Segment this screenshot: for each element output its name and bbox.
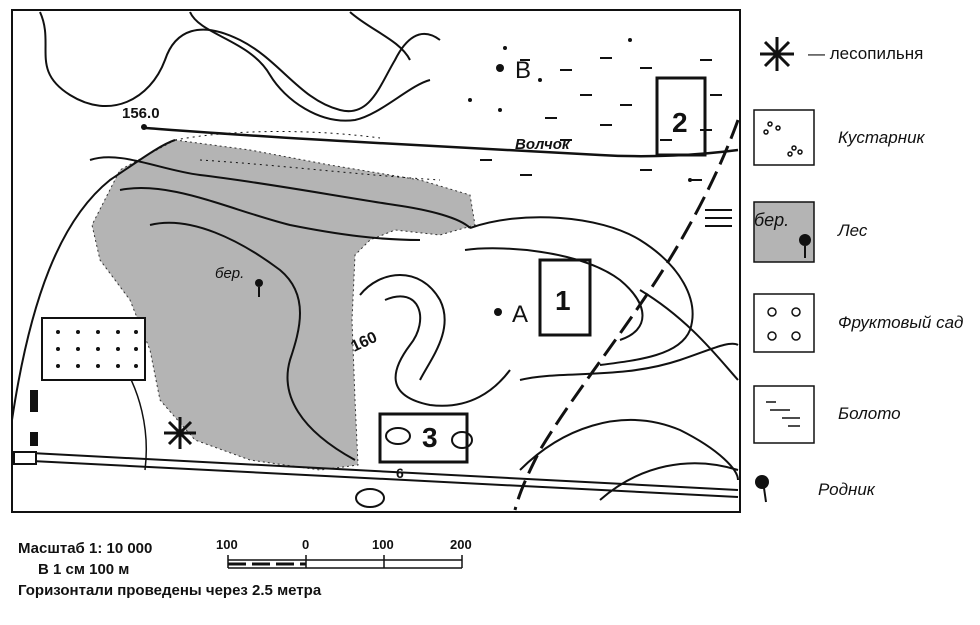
point-a-label: A <box>512 301 528 328</box>
small-ponds <box>355 427 473 508</box>
legend-swamp-icon <box>766 401 800 427</box>
legend-spring-icon <box>755 475 769 503</box>
point-a-dot <box>494 308 502 316</box>
forest-area <box>91 139 476 471</box>
legend-forest-symbol: бер. <box>754 210 789 230</box>
area-2-frame <box>655 76 707 157</box>
main-road-bottom <box>11 459 739 498</box>
legend-shrub-icon <box>763 121 803 157</box>
legend-forest-tree-icon <box>799 234 811 258</box>
legend-swamp-label: Болото <box>838 404 901 423</box>
river-name-label: Волчок <box>515 136 571 153</box>
scale-bar <box>227 555 463 569</box>
area-3-label: 3 <box>422 422 438 453</box>
scale-label: Масштаб 1: 10 000 <box>18 540 153 557</box>
scale-per-cm-label: В 1 см 100 м <box>38 561 130 578</box>
shrub-marks <box>468 38 692 182</box>
contour-interval-label: Горизонтали проведены через 2.5 метра <box>18 582 322 599</box>
area-1-label: 1 <box>555 285 571 316</box>
legend-orchard-label: Фруктовый сад <box>838 313 964 332</box>
spring-icon <box>255 279 263 297</box>
legend-orchard-icon <box>767 307 801 341</box>
scale-tick-label: 200 <box>450 537 472 552</box>
legend-forest-label: Лес <box>838 221 868 240</box>
building <box>30 390 38 412</box>
scale-tick-label: 0 <box>302 537 309 552</box>
scale-tick-label: 100 <box>216 537 238 552</box>
forest-type-label: бер. <box>215 265 244 282</box>
legend-shrub-label: Кустарник <box>838 128 925 147</box>
legend-spring-label: Родник <box>818 480 875 499</box>
dashed-road <box>513 119 740 511</box>
area-2-label: 2 <box>672 107 688 138</box>
contour-lines <box>39 11 739 501</box>
legend-sawmill-icon <box>760 37 794 71</box>
legend-swamp-box <box>753 385 815 444</box>
legend-orchard-box <box>753 293 815 353</box>
legend-sawmill-label: — лесопильня <box>808 44 923 63</box>
river-bank-dots <box>174 131 381 141</box>
orchard-dots <box>56 330 138 368</box>
spot-height-label: 156.0 <box>122 105 160 122</box>
building <box>13 451 37 465</box>
building <box>30 432 38 446</box>
area-1-frame <box>538 258 592 337</box>
area-3-frame <box>378 412 469 464</box>
scale-tick-label: 100 <box>372 537 394 552</box>
forest-edge-dots <box>199 159 441 181</box>
road-number-label: 6 <box>396 465 404 481</box>
point-b-label: B <box>515 57 531 84</box>
road-curve <box>11 139 176 421</box>
main-road-top <box>11 451 739 491</box>
swamp-hatching <box>480 57 732 227</box>
legend-shrub-box <box>753 109 815 166</box>
spot-height-dot <box>141 124 147 130</box>
sawmill-icon <box>164 417 196 449</box>
point-b-dot <box>496 64 504 72</box>
